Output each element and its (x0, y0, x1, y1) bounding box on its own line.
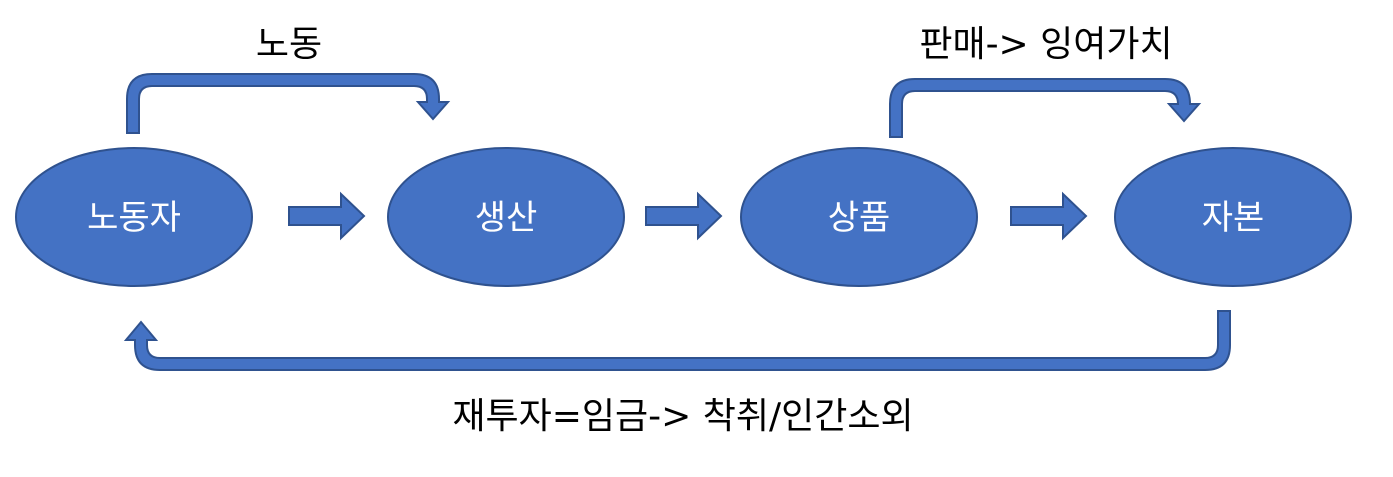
node-worker-label: 노동자 (87, 198, 181, 238)
arrow-commodity-to-capital (1010, 191, 1088, 241)
reinvest-return-arrow (123, 310, 1231, 371)
edge-label-sale-surplus: 판매-> 잉여가치 (919, 24, 1172, 65)
arrow-production-to-commodity (645, 191, 723, 241)
node-worker: 노동자 (15, 147, 253, 287)
node-production: 생산 (387, 147, 625, 287)
labor-curved-arrow (126, 73, 451, 134)
node-commodity: 상품 (740, 147, 978, 287)
edge-label-reinvest: 재투자=임금-> 착취/인간소외 (452, 396, 913, 437)
edge-label-labor: 노동 (256, 24, 322, 65)
surplus-curved-arrow (889, 78, 1202, 138)
node-commodity-label: 상품 (828, 198, 891, 238)
arrow-worker-to-production (288, 191, 366, 241)
node-production-label: 생산 (475, 198, 538, 238)
node-capital: 자본 (1114, 147, 1352, 287)
node-capital-label: 자본 (1202, 198, 1265, 238)
